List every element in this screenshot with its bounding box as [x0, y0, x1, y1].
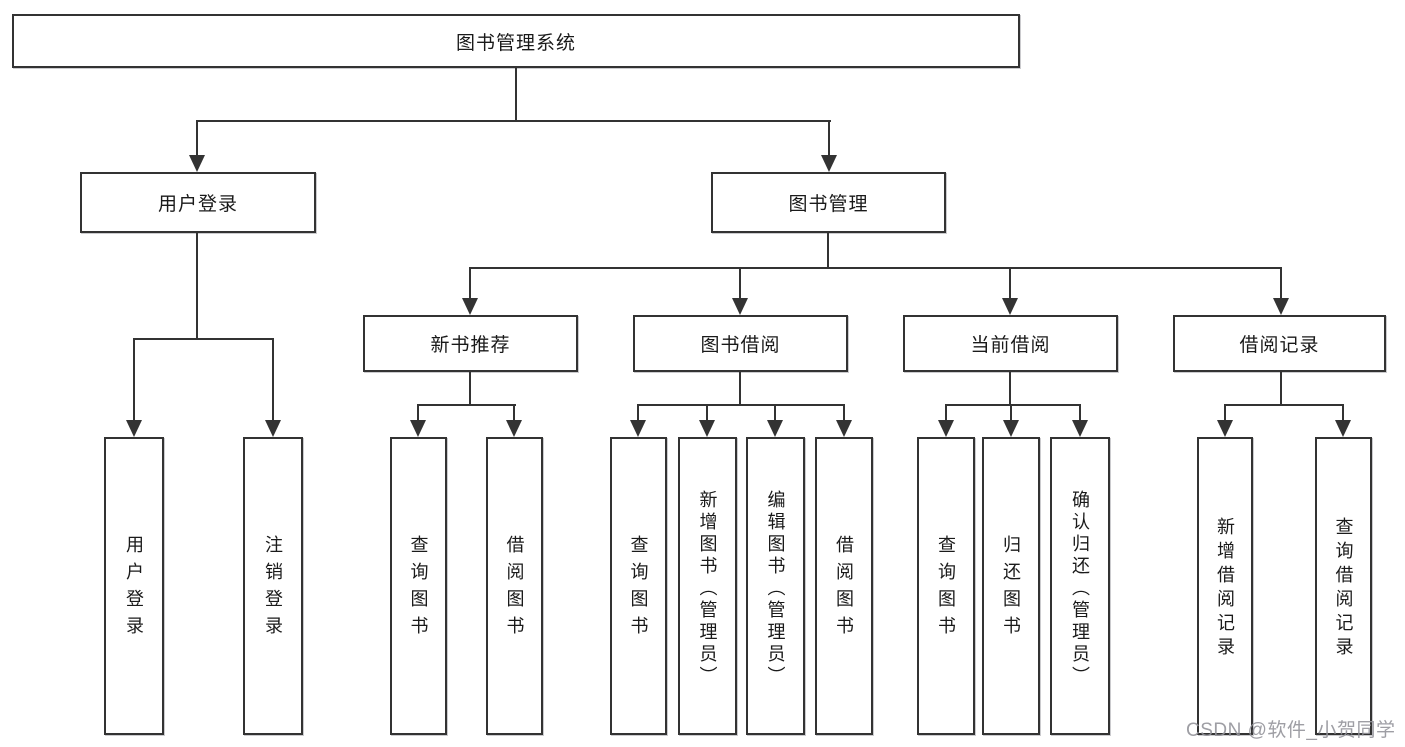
connector-mgmt-2 [739, 267, 741, 299]
node-book-borrow: 图书借阅 [633, 315, 848, 372]
leaf-logout: 注销登录 [243, 437, 303, 735]
arrowhead-book-borrow [732, 298, 748, 315]
connector-mgmt-3 [1009, 267, 1011, 299]
arrowhead-user-login [189, 155, 205, 172]
connector-newbook-stem [469, 372, 471, 406]
connector-root-split [196, 120, 831, 122]
leaf-borrow-book-1: 借阅图书 [486, 437, 543, 735]
connector-login-left [133, 338, 135, 422]
arrowhead-borrow-borrow [836, 420, 852, 437]
arrowhead-current-borrow [1002, 298, 1018, 315]
node-user-login: 用户登录 [80, 172, 316, 233]
connector-mgmt-4 [1280, 267, 1282, 299]
arrowhead-current-return [1003, 420, 1019, 437]
connector-current-2 [1010, 404, 1012, 422]
arrowhead-current-query [938, 420, 954, 437]
connector-newbook-split [417, 404, 516, 406]
connector-root-left [196, 120, 198, 157]
leaf-borrow-book-2: 借阅图书 [815, 437, 873, 735]
leaf-user-login: 用户登录 [104, 437, 164, 735]
leaf-query-book-2: 查询图书 [610, 437, 667, 735]
arrowhead-record-query [1335, 420, 1351, 437]
leaf-add-borrow-record: 新增借阅记录 [1197, 437, 1253, 735]
connector-borrow-1 [637, 404, 639, 422]
leaf-query-borrow-record: 查询借阅记录 [1315, 437, 1372, 735]
arrowhead-borrow-add [699, 420, 715, 437]
connector-current-1 [945, 404, 947, 422]
leaf-query-book-3: 查询图书 [917, 437, 975, 735]
arrowhead-borrow-edit [767, 420, 783, 437]
node-new-book-recommend: 新书推荐 [363, 315, 578, 372]
leaf-confirm-return-admin: 确认归还（管理员） [1050, 437, 1110, 735]
leaf-query-book-1: 查询图书 [390, 437, 447, 735]
leaf-edit-book-admin: 编辑图书（管理员） [746, 437, 805, 735]
connector-record-2 [1342, 404, 1344, 422]
connector-record-1 [1224, 404, 1226, 422]
node-root: 图书管理系统 [12, 14, 1020, 68]
connector-mgmt-split [469, 267, 1282, 269]
connector-mgmt-stem [827, 233, 829, 269]
connector-borrow-3 [774, 404, 776, 422]
connector-current-3 [1079, 404, 1081, 422]
connector-root-stem [515, 68, 517, 122]
node-borrow-record: 借阅记录 [1173, 315, 1386, 372]
node-book-management: 图书管理 [711, 172, 946, 233]
connector-borrow-split [637, 404, 845, 406]
connector-borrow-2 [706, 404, 708, 422]
node-current-borrow: 当前借阅 [903, 315, 1118, 372]
connector-root-right [828, 120, 830, 157]
connector-record-stem [1280, 372, 1282, 406]
connector-current-stem [1009, 372, 1011, 406]
csdn-watermark: CSDN @软件_小贺同学 [1186, 720, 1396, 741]
leaf-return-book: 归还图书 [982, 437, 1040, 735]
connector-mgmt-1 [469, 267, 471, 299]
arrowhead-borrow-record [1273, 298, 1289, 315]
connector-record-split [1224, 404, 1344, 406]
connector-newbook-2 [513, 404, 515, 422]
arrowhead-new-book [462, 298, 478, 315]
arrowhead-newbook-borrow [506, 420, 522, 437]
connector-login-stem [196, 233, 198, 340]
connector-borrow-4 [843, 404, 845, 422]
arrowhead-borrow-query [630, 420, 646, 437]
connector-login-right [272, 338, 274, 422]
leaf-add-book-admin: 新增图书（管理员） [678, 437, 737, 735]
connector-borrow-stem [739, 372, 741, 406]
arrowhead-newbook-query [410, 420, 426, 437]
arrowhead-book-management [821, 155, 837, 172]
connector-login-split [133, 338, 274, 340]
arrowhead-leaf-user-login [126, 420, 142, 437]
arrowhead-current-confirm [1072, 420, 1088, 437]
arrowhead-leaf-logout [265, 420, 281, 437]
connector-current-split [945, 404, 1081, 406]
connector-newbook-1 [417, 404, 419, 422]
arrowhead-record-add [1217, 420, 1233, 437]
